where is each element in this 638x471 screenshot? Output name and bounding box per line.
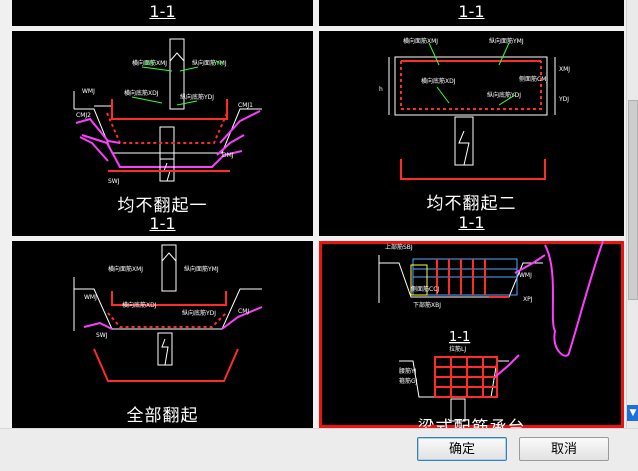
vertical-scrollbar[interactable]: ▼ bbox=[626, 0, 638, 428]
svg-text:横向面筋XMJ: 横向面筋XMJ bbox=[403, 37, 438, 45]
option-title: 梁式配筋承台 bbox=[417, 418, 526, 428]
svg-text:WMJ: WMJ bbox=[84, 294, 97, 301]
section-label: 1-1 bbox=[149, 2, 176, 21]
tile-option-4[interactable]: 上部筋SBJ 侧面筋CCJ 下部筋XBJ 拉筋LJ 腰筋YJ 箍筋GJ WMJ … bbox=[319, 241, 624, 428]
svg-text:纵向面筋YMJ: 纵向面筋YMJ bbox=[489, 37, 524, 45]
svg-text:纵向面筋YMJ: 纵向面筋YMJ bbox=[184, 265, 219, 273]
tile-option-3[interactable]: 横向面筋XMJ 纵向面筋YMJ 横向底筋XDJ 纵向底筋YDJ CMJ SWJ … bbox=[12, 241, 313, 428]
svg-text:横向底筋XDJ: 横向底筋XDJ bbox=[421, 77, 456, 85]
svg-text:纵向面筋YMJ: 纵向面筋YMJ bbox=[192, 59, 227, 67]
svg-text:1-1: 1-1 bbox=[449, 330, 470, 345]
svg-text:SWJ: SWJ bbox=[96, 332, 108, 339]
rebar-diagram-3: 横向面筋XMJ 纵向面筋YMJ 横向底筋XDJ 纵向底筋YDJ CMJ SWJ … bbox=[73, 244, 263, 382]
svg-text:上部筋SBJ: 上部筋SBJ bbox=[385, 243, 413, 251]
dialog-button-bar: 确定 取消 bbox=[0, 428, 638, 471]
svg-text:SWJ: SWJ bbox=[108, 178, 120, 185]
svg-text:WMJ: WMJ bbox=[519, 272, 532, 279]
tile-top-left-strip[interactable]: 1-1 bbox=[12, 0, 313, 26]
section-label: 1-1 bbox=[458, 213, 485, 232]
tile-option-1[interactable]: 横向面筋XMJ 纵向面筋YMJ 横向底筋XDJ 纵向底筋YDJ CMJ1 CMJ… bbox=[12, 31, 313, 236]
rebar-diagram-1: 横向面筋XMJ 纵向面筋YMJ 横向底筋XDJ 纵向底筋YDJ CMJ1 CMJ… bbox=[73, 38, 262, 185]
svg-text:下部筋XBJ: 下部筋XBJ bbox=[413, 301, 441, 309]
scroll-down-icon[interactable]: ▼ bbox=[627, 405, 638, 421]
ok-button[interactable]: 确定 bbox=[417, 437, 507, 461]
svg-text:纵向底筋YDJ: 纵向底筋YDJ bbox=[487, 91, 521, 99]
svg-text:CMJ2: CMJ2 bbox=[76, 112, 91, 119]
svg-text:横向底筋XDJ: 横向底筋XDJ bbox=[122, 301, 157, 309]
svg-text:YDJ: YDJ bbox=[558, 96, 569, 103]
svg-text:箍筋GJ: 箍筋GJ bbox=[399, 377, 418, 385]
svg-text:CMJ: CMJ bbox=[238, 308, 249, 315]
svg-text:横向底筋XDJ: 横向底筋XDJ bbox=[124, 89, 159, 97]
tile-option-2[interactable]: 横向面筋XMJ 纵向面筋YMJ 横向底筋XDJ 纵向底筋YDJ 侧面筋CMJ h… bbox=[319, 31, 624, 236]
svg-text:XPJ: XPJ bbox=[523, 296, 533, 303]
svg-text:YMJ: YMJ bbox=[213, 61, 223, 67]
cancel-button[interactable]: 取消 bbox=[519, 437, 609, 461]
svg-text:侧面筋CCJ: 侧面筋CCJ bbox=[411, 285, 439, 293]
scroll-thumb[interactable] bbox=[628, 100, 638, 300]
svg-text:WMJ: WMJ bbox=[82, 88, 95, 95]
option-title: 均不翻起一 bbox=[117, 196, 208, 216]
svg-text:拉筋LJ: 拉筋LJ bbox=[449, 345, 466, 353]
svg-text:侧面筋CMJ: 侧面筋CMJ bbox=[519, 75, 548, 83]
svg-text:纵向底筋YDJ: 纵向底筋YDJ bbox=[182, 309, 216, 317]
option-title: 全部翻起 bbox=[126, 406, 199, 426]
section-label: 1-1 bbox=[458, 2, 485, 21]
svg-text:XMJ: XMJ bbox=[559, 66, 570, 73]
svg-text:横向面筋XMJ: 横向面筋XMJ bbox=[132, 59, 167, 67]
rebar-diagram-4: 上部筋SBJ 侧面筋CCJ 下部筋XBJ 拉筋LJ 腰筋YJ 箍筋GJ WMJ … bbox=[378, 241, 604, 422]
svg-text:h: h bbox=[379, 86, 383, 93]
rebar-diagram-2: 横向面筋XMJ 纵向面筋YMJ 横向底筋XDJ 纵向底筋YDJ 侧面筋CMJ h… bbox=[379, 37, 570, 180]
svg-text:DMJ: DMJ bbox=[222, 152, 234, 159]
svg-text:CMJ1: CMJ1 bbox=[238, 102, 253, 109]
diagram-grid: 1-1 1-1 bbox=[12, 0, 624, 428]
svg-text:XMJ: XMJ bbox=[144, 61, 153, 67]
svg-text:腰筋YJ: 腰筋YJ bbox=[399, 367, 417, 375]
svg-text:纵向底筋YDJ: 纵向底筋YDJ bbox=[180, 93, 214, 101]
option-title: 均不翻起二 bbox=[426, 194, 517, 214]
tile-top-right-strip[interactable]: 1-1 bbox=[319, 0, 624, 26]
section-label: 1-1 bbox=[149, 214, 176, 233]
svg-text:横向面筋XMJ: 横向面筋XMJ bbox=[108, 265, 143, 273]
